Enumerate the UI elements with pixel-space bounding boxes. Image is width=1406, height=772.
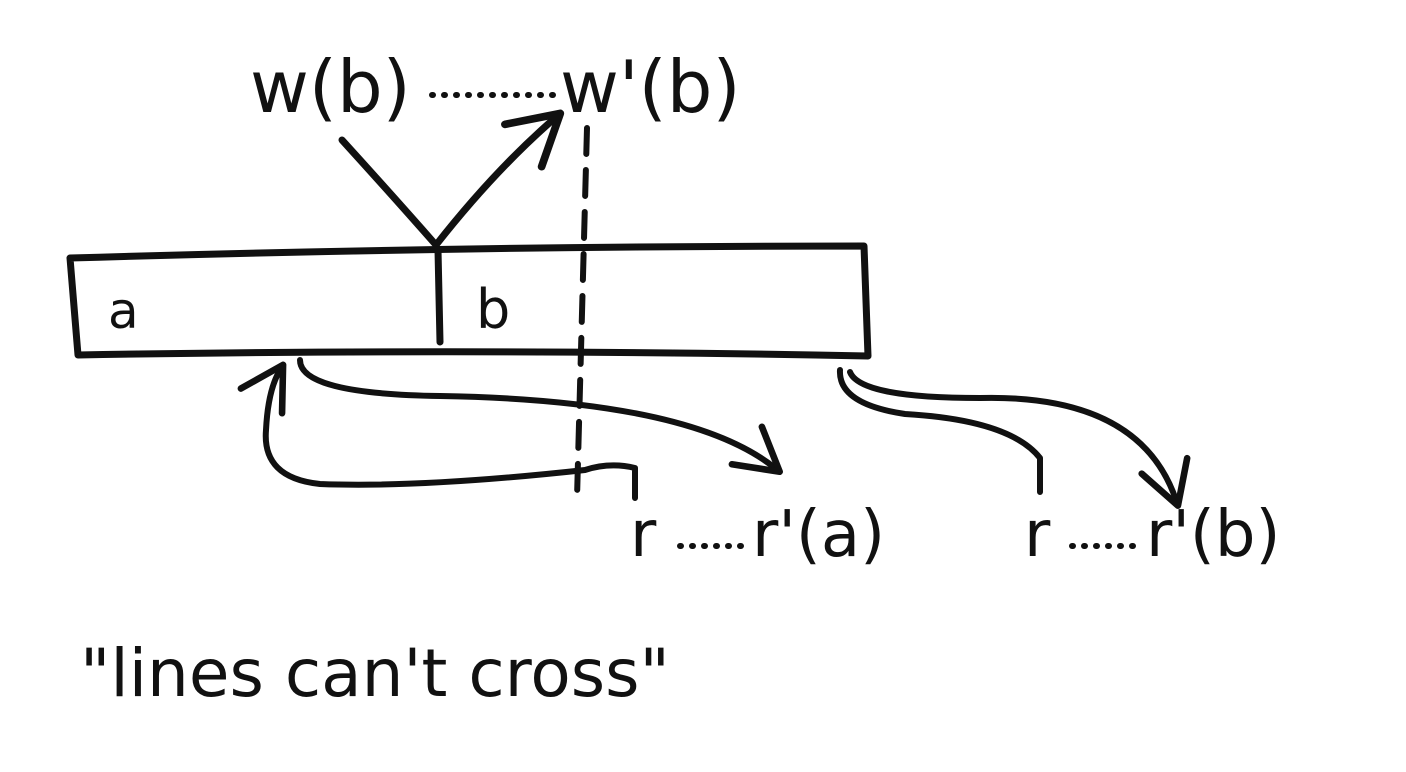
read-a-start-label: r (630, 498, 657, 572)
dashed-time-line (574, 125, 590, 501)
cell-label-b: b (476, 278, 510, 341)
cell-label-a: a (108, 282, 139, 340)
read-b-start-line (836, 367, 1043, 495)
memory-bar (66, 242, 872, 360)
read-b-end-label: r'(b) (1146, 498, 1280, 572)
write-in-line (338, 136, 440, 249)
write-prime-label: w'(b) (560, 45, 741, 129)
write-out-arrow (432, 109, 565, 249)
cell-divider (434, 246, 444, 346)
read-a-return-arrow (237, 361, 638, 501)
read-b-out-arrow (847, 369, 1191, 509)
caption: "lines can't cross" (80, 635, 670, 712)
read-a-out-arrow (297, 357, 783, 476)
read-b-start-label: r (1024, 498, 1051, 572)
write-label: w(b) (250, 45, 411, 129)
read-a-end-label: r'(a) (752, 498, 885, 572)
